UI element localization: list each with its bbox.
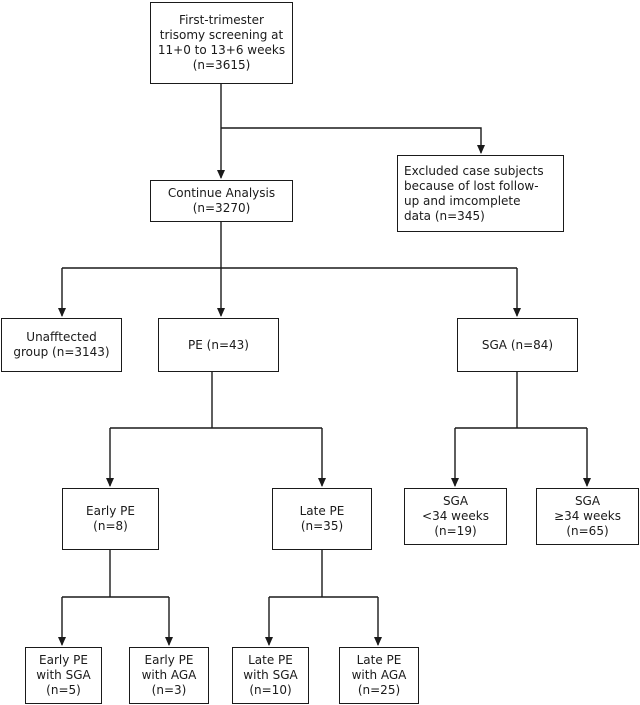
- box-text-line: Late PE: [248, 653, 293, 667]
- box-text-line: group (n=3143): [13, 345, 110, 359]
- box-text-line: Continue Analysis: [167, 186, 276, 200]
- connector-screening-excluded: [221, 127, 485, 154]
- box-text-line: (n=5): [46, 683, 81, 697]
- box-late-pe: Late PE(n=35): [272, 488, 372, 550]
- box-text-line: (n=19): [434, 524, 477, 538]
- box-text-line: 11+0 to 13+6 weeks: [157, 43, 286, 57]
- box-text-line: SGA: [574, 494, 601, 508]
- box-text-line: Unafftected: [26, 330, 97, 344]
- box-text-line: because of lost follow-: [404, 178, 539, 193]
- box-text-line: First-trimester: [179, 13, 264, 27]
- box-text-line: with SGA: [36, 668, 91, 682]
- box-text-line: SGA (n=84): [481, 337, 554, 352]
- box-text-line: (n=3615): [192, 58, 251, 72]
- box-text-line: up and imcomplete: [404, 193, 521, 208]
- box-pe: PE (n=43): [158, 318, 279, 372]
- box-text-line: Early PE: [144, 653, 194, 667]
- box-continue-analysis: Continue Analysis(n=3270): [150, 180, 293, 222]
- box-text-line: (n=25): [357, 683, 401, 697]
- box-text-line: (n=10): [249, 683, 292, 697]
- box-text-line: (n=35): [300, 519, 344, 533]
- box-text-line: Late PE: [299, 504, 345, 518]
- box-text-line: SGA: [442, 494, 469, 508]
- box-text-line: with SGA: [243, 668, 298, 682]
- box-text-line: (n=65): [566, 524, 609, 538]
- box-text-line: data (n=345): [404, 208, 485, 223]
- box-early-pe: Early PE(n=8): [62, 488, 159, 550]
- box-text-line: with AGA: [351, 668, 407, 682]
- box-text-line: Early PE: [86, 504, 135, 518]
- box-sga-ge34: SGA≥34 weeks(n=65): [536, 488, 639, 545]
- box-text-line: (n=3): [151, 683, 187, 697]
- box-sga-lt34: SGA<34 weeks(n=19): [404, 488, 507, 545]
- box-text-line: (n=3270): [192, 201, 251, 215]
- box-text-line: <34 weeks: [422, 509, 489, 523]
- box-text-line: ≥34 weeks: [554, 509, 621, 523]
- box-text-line: Late PE: [356, 653, 402, 667]
- box-sga: SGA (n=84): [457, 318, 578, 372]
- box-text-line: (n=8): [93, 519, 128, 533]
- box-text-line: Excluded case subjects: [404, 163, 544, 178]
- box-text-line: with AGA: [141, 668, 197, 682]
- box-text-line: PE (n=43): [188, 337, 249, 352]
- box-text-line: trisomy screening at: [159, 28, 284, 42]
- box-text-line: Early PE: [39, 653, 88, 667]
